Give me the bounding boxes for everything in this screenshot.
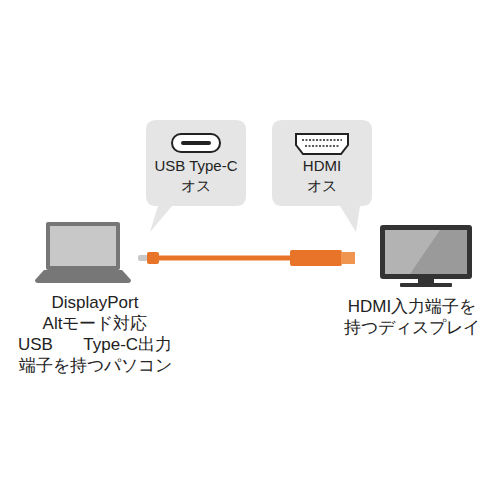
callout-text: USB Type-C — [154, 156, 237, 176]
usb-c-plug-tip — [138, 255, 148, 261]
display-stand — [418, 279, 434, 283]
callout-text: HDMI — [303, 156, 341, 176]
display-frame — [380, 225, 472, 279]
laptop-screen — [46, 222, 120, 270]
cable — [158, 256, 292, 261]
device-caption: HDMI入力端子を 持つディスプレイ — [337, 296, 487, 338]
hdmi-plug — [290, 250, 342, 266]
callout-bubble — [146, 120, 246, 232]
laptop-base — [35, 270, 131, 283]
display-screen — [385, 230, 467, 274]
callout-box: HDMIオス — [272, 120, 372, 206]
device-caption: DisplayPort Altモード対応 USB Type-C出力 端子を持つパ… — [14, 292, 176, 376]
usb-c-icon — [172, 134, 220, 152]
display-base — [400, 283, 452, 287]
callout-box: USB Type-Cオス — [146, 120, 246, 206]
callout-bubble — [272, 120, 372, 232]
usb-c-tongue — [181, 141, 211, 145]
laptop-display — [50, 226, 116, 266]
display-glare — [385, 230, 440, 274]
usb-c-plug — [147, 252, 159, 264]
callout-text: オス — [181, 176, 211, 196]
callout-text: オス — [307, 176, 337, 196]
hdmi-icon — [296, 134, 348, 154]
hdmi-pins — [302, 140, 342, 146]
hdmi-plug-tip — [341, 252, 355, 264]
